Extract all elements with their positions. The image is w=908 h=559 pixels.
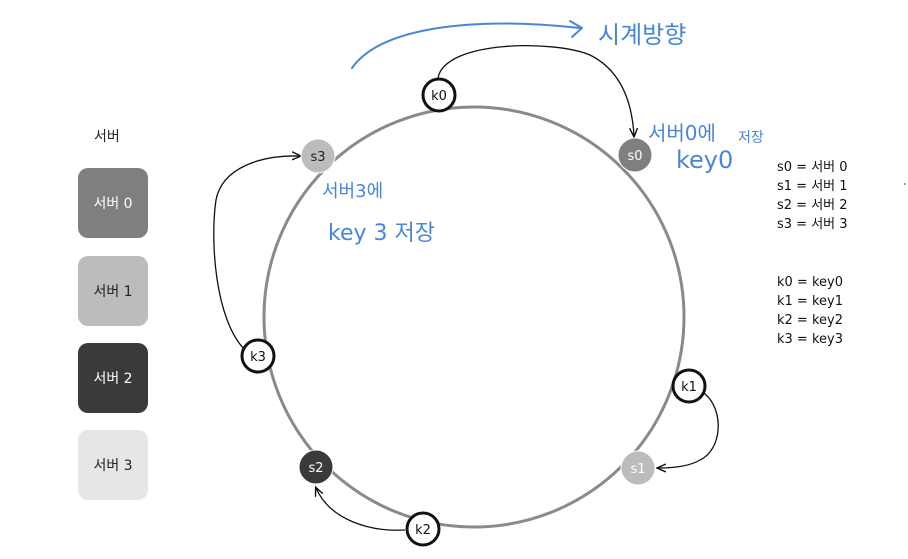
server-mapping-list: s0 = 서버 0 s1 = 서버 1 s2 = 서버 2 s3 = 서버 3: [777, 158, 848, 234]
ring-key-k3: k3: [240, 338, 276, 374]
hash-ring: [262, 105, 686, 529]
note-k3-line2: key 3 저장: [328, 221, 435, 246]
svg-text:k2: k2: [415, 523, 431, 538]
ring-key-k0: k0: [421, 77, 457, 113]
clockwise-arrow-head: [569, 20, 583, 38]
key-mapping-item: k1 = key1: [777, 294, 843, 309]
ring-server-s1: s1: [620, 450, 656, 486]
legend-server-2: 서버 2: [78, 343, 148, 413]
ring-server-s3: s3: [300, 138, 336, 174]
svg-text:s1: s1: [630, 462, 645, 477]
stray-dot: [904, 183, 906, 185]
legend-server-3: 서버 3: [78, 430, 148, 500]
key-mapping-item: k0 = key0: [777, 275, 843, 290]
server-mapping-item: s3 = 서버 3: [777, 217, 848, 232]
note-k0-line1: 서버0에: [648, 121, 716, 145]
legend-server-0: 서버 0: [78, 168, 148, 238]
svg-text:k3: k3: [250, 350, 266, 365]
arrow-k3-s3: [213, 156, 300, 351]
svg-text:s2: s2: [308, 461, 323, 476]
key-mapping-item: k2 = key2: [777, 313, 843, 328]
legend-title: 서버: [94, 129, 120, 145]
legend-server-1: 서버 1: [78, 256, 148, 326]
ring-server-s0: s0: [617, 137, 653, 173]
server-mapping-item: s2 = 서버 2: [777, 198, 848, 213]
arrow-k2-s2: [316, 488, 406, 531]
key-mapping-list: k0 = key0 k1 = key1 k2 = key2 k3 = key3: [777, 273, 843, 349]
arrow-k1-s1: [658, 392, 719, 468]
svg-text:k0: k0: [431, 89, 447, 104]
clockwise-arrow: [351, 22, 581, 69]
svg-text:s0: s0: [627, 149, 642, 164]
ring-server-s2: s2: [298, 449, 334, 485]
arrow-k0-s0: [437, 45, 634, 136]
note-k3-line1: 서버3에: [322, 181, 383, 202]
svg-text:k1: k1: [681, 380, 697, 395]
ring-key-k1: k1: [671, 368, 707, 404]
ring-key-k2: k2: [405, 511, 441, 547]
server-mapping-item: s1 = 서버 1: [777, 179, 848, 194]
server-mapping-item: s0 = 서버 0: [777, 160, 848, 175]
note-k0-line2: key0: [676, 146, 733, 174]
note-k0-line3: 저장: [738, 130, 764, 146]
clockwise-label: 시계방향: [598, 21, 686, 49]
svg-text:s3: s3: [310, 150, 325, 165]
key-mapping-item: k3 = key3: [777, 332, 843, 347]
